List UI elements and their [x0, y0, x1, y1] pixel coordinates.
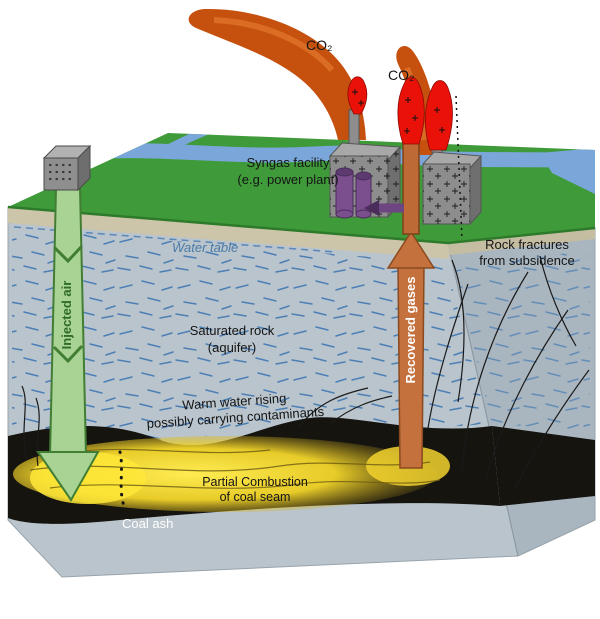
recovered-gases-arrowhead: [386, 230, 436, 269]
co2-smoke-plume-left: [188, 8, 366, 141]
river-branch: [156, 133, 260, 157]
flame-left-sparks: [352, 89, 364, 106]
recovered-gases-label: Recovered gases: [403, 277, 418, 384]
building-right-side: [469, 154, 482, 226]
syngas-facility-label-line1: Syngas facility: [246, 155, 330, 170]
saturated-rock-label-line1: Saturated rock: [190, 323, 275, 338]
river: [82, 133, 595, 194]
soil-strip-front: [8, 207, 449, 259]
fracture-line: [539, 255, 577, 347]
fracture-line: [485, 309, 569, 479]
water-table-label: Water table: [172, 240, 238, 255]
aquifer-dash-texture-right: [455, 250, 590, 430]
tank-1-bottom: [335, 209, 354, 219]
tank-2-top: [355, 171, 372, 181]
partial-combustion-label-line1: Partial Combustion: [202, 475, 308, 489]
co2-label-left: CO₂: [306, 37, 332, 53]
saturated-rock-label-line2: (aquifer): [208, 340, 256, 355]
rock-fractures-label-line2: from subsidence: [479, 253, 574, 268]
syngas-facility-label-line2: (e.g. power plant): [237, 172, 338, 187]
flame-right-sparks: [434, 107, 445, 133]
tank-2-bottom: [355, 209, 372, 219]
aquifer-dash-texture-front: [12, 228, 488, 442]
flame-left: [347, 76, 368, 115]
injection-well: [36, 144, 100, 502]
fracture-line: [451, 259, 465, 403]
wellhead-vents: [48, 163, 76, 181]
flame-center: [397, 76, 425, 145]
co2-label-right: CO₂: [388, 67, 414, 83]
tank-1-top: [335, 167, 354, 177]
building-left-side-hatch: [388, 147, 400, 217]
combustion-streaks: [29, 448, 441, 489]
injected-air-label: Injected air: [59, 281, 74, 350]
fracture-line: [514, 369, 590, 489]
stack-pipe: [402, 141, 420, 235]
production-well: [386, 230, 436, 469]
grass-front-edge: [7, 205, 596, 245]
coal-ash-label: Coal ash: [122, 516, 173, 531]
fracture-line: [297, 387, 369, 429]
flame-center-sparks: [404, 97, 418, 134]
building-right-hatch: [423, 164, 470, 224]
subsidence-dotted-line: [455, 95, 463, 241]
fracture-line: [35, 397, 40, 467]
fracture-line: [329, 395, 393, 425]
syngas-facility: [328, 76, 483, 235]
rock-fractures-label-line1: Rock fractures: [485, 237, 569, 252]
injected-air-chevrons: [53, 245, 83, 364]
fracture-lines: [21, 255, 590, 489]
coal-seam-right: [492, 426, 595, 506]
fracture-line: [21, 385, 27, 459]
partial-combustion-label-line2: of coal seam: [220, 490, 291, 504]
wellhead-front: [43, 157, 79, 191]
fracture-line: [427, 283, 469, 429]
warm-water-label-line1: Warm water rising: [182, 390, 287, 412]
gas-pipe-arrowhead: [364, 200, 379, 216]
injected-air-arrowhead: [36, 451, 100, 502]
flame-right: [424, 80, 453, 151]
soil-strip-right: [448, 228, 595, 255]
river-mouth: [540, 148, 595, 194]
combustion-specks: [118, 450, 126, 508]
fracture-line: [461, 271, 529, 471]
